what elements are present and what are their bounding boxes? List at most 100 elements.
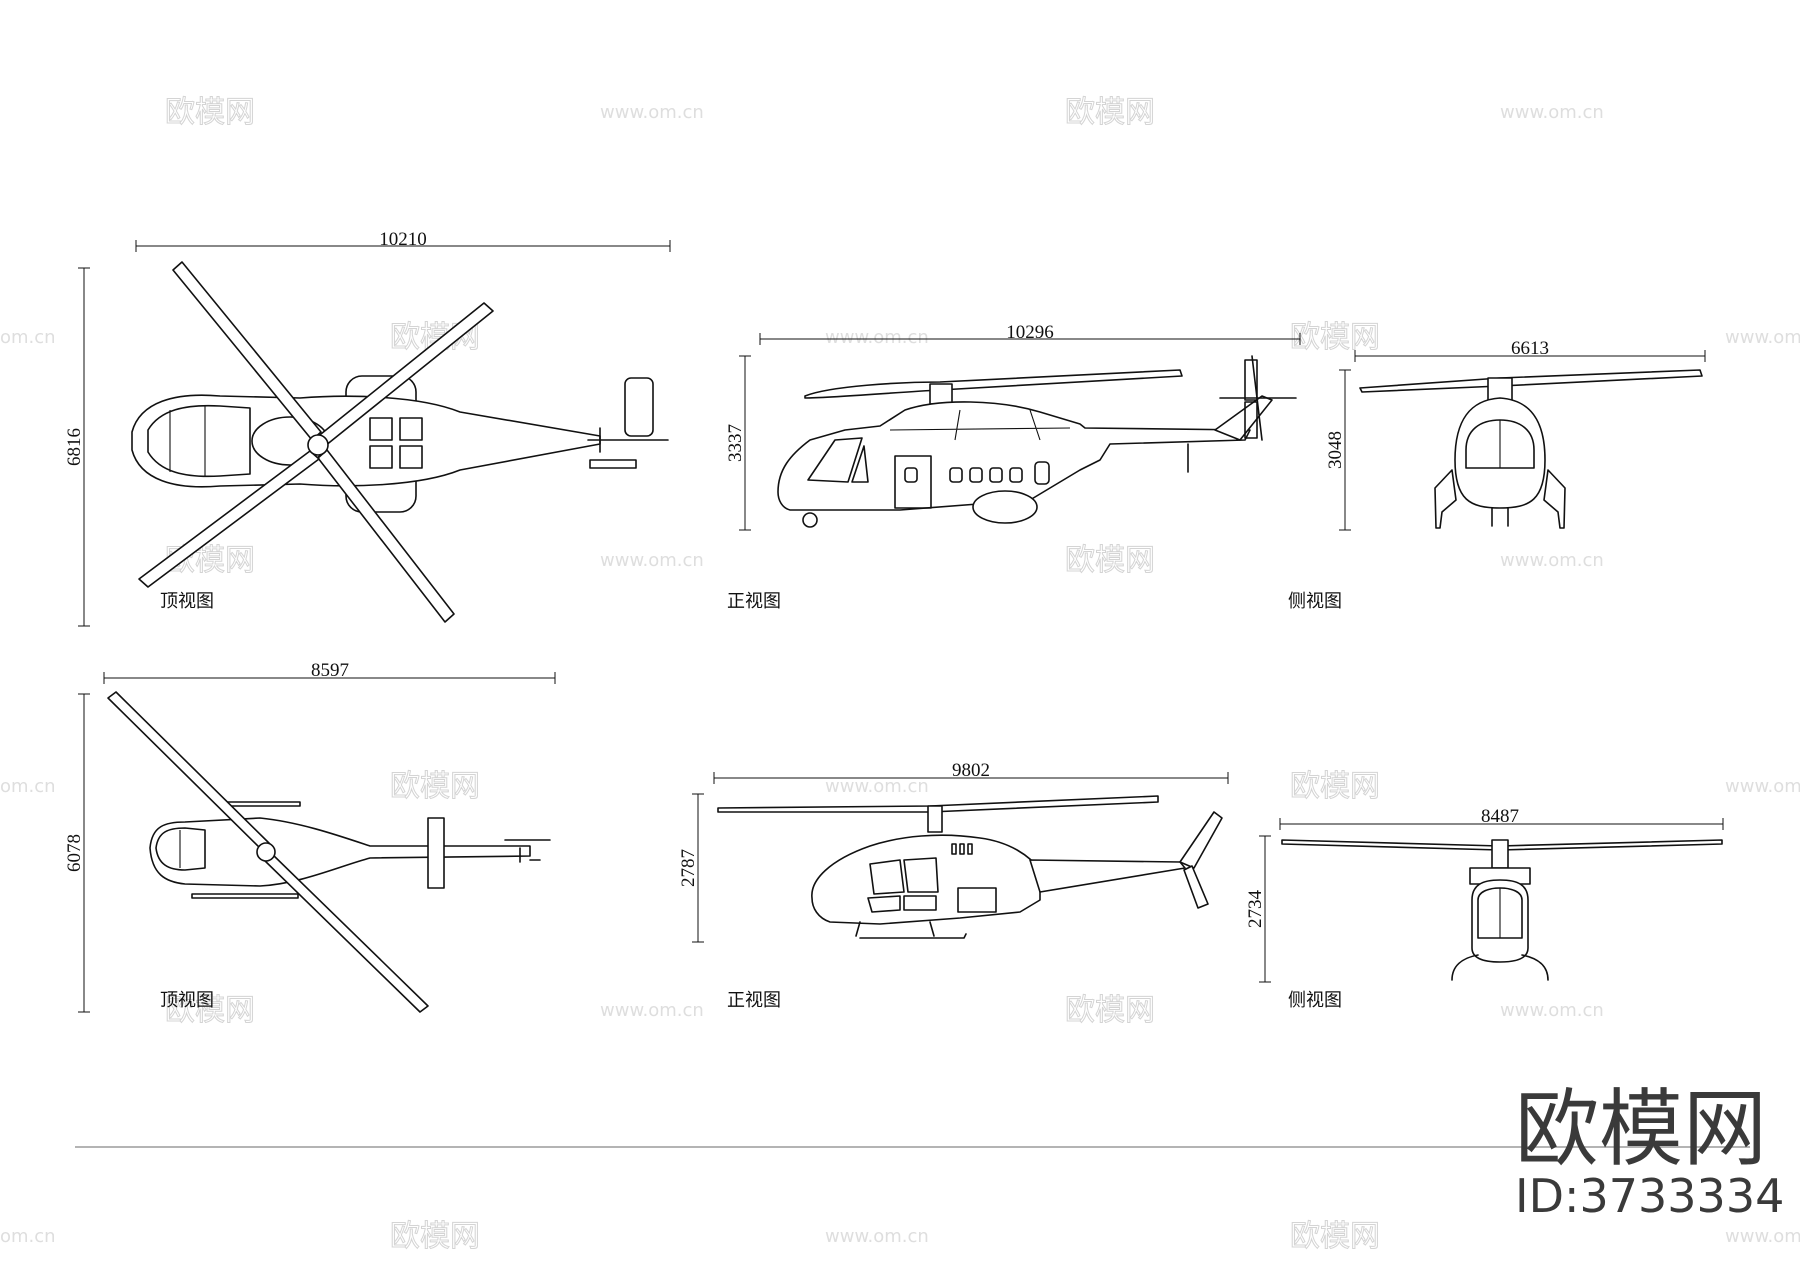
h2-top-skid xyxy=(221,801,301,807)
h2-top-cockpit xyxy=(155,827,206,871)
h1-front-tail-fin xyxy=(1214,395,1273,441)
h1-side-view-label: 侧视图 xyxy=(1288,591,1342,612)
h1-front-rotor-mast xyxy=(929,383,953,405)
h2-top-view: 8597 6078 顶视图 xyxy=(64,660,556,1013)
h2-side-rotor-mast xyxy=(1491,839,1509,869)
h1-front-view: 10296 3337 正视图 xyxy=(725,322,1301,612)
watermark-brand: 欧模网 xyxy=(390,1219,480,1254)
watermark-url-edge: om.cn xyxy=(0,776,56,797)
h1-front-width-value: 10296 xyxy=(1006,322,1054,343)
h2-front-vent xyxy=(951,843,957,855)
watermark-brand: 欧模网 xyxy=(1290,1219,1380,1254)
watermark-url: www.om.cn xyxy=(825,327,929,348)
h1-front-cabin-window xyxy=(1009,467,1023,483)
watermark-url: www.om.cn xyxy=(1500,102,1604,123)
h2-front-skid-struts xyxy=(855,921,935,937)
watermark-url: www.om.cn xyxy=(1725,1226,1800,1247)
h1-top-window xyxy=(399,445,423,469)
h2-front-ventral-fin xyxy=(1183,865,1209,909)
h2-top-tail-rotor xyxy=(504,839,551,863)
h2-side-height-dimension: 2734 xyxy=(1245,835,1271,983)
watermark-brand: 欧模网 xyxy=(165,993,255,1028)
h1-front-nose-wheel xyxy=(802,512,818,528)
watermark-url: www.om.cn xyxy=(600,1000,704,1021)
watermark-url: www.om.cn xyxy=(1725,327,1800,348)
h2-front-tail-fin xyxy=(1179,811,1223,869)
h1-front-height-dimension: 3337 xyxy=(725,355,751,531)
h1-front-width-dimension: 10296 xyxy=(759,322,1301,345)
h2-top-rotor-hub xyxy=(256,842,276,862)
h1-top-view: 10210 6816 顶视图 xyxy=(64,229,671,627)
h2-top-view-label: 顶视图 xyxy=(160,990,214,1011)
h1-front-fuselage xyxy=(777,401,1251,511)
h2-front-width-dimension: 9802 xyxy=(713,760,1229,784)
h2-front-skid xyxy=(859,933,967,939)
h1-top-width-value: 10210 xyxy=(379,229,427,250)
h1-side-nose-gear xyxy=(1491,507,1509,527)
h1-front-sponson xyxy=(972,490,1038,524)
h2-side-view-label: 侧视图 xyxy=(1288,990,1342,1011)
h2-front-window xyxy=(903,857,939,893)
watermark-url: www.om.cn xyxy=(1500,550,1604,571)
watermark-brand: 欧模网 xyxy=(390,769,480,804)
h1-front-height-value: 3337 xyxy=(725,424,746,462)
h2-top-stabilizer xyxy=(427,817,445,889)
h2-front-view: 9802 2787 正视图 xyxy=(678,760,1229,1011)
h2-side-width-dimension: 8487 xyxy=(1279,806,1724,830)
watermark-brand: 欧模网 xyxy=(165,95,255,130)
watermark-url: www.om.cn xyxy=(825,776,929,797)
h1-side-main-rotor xyxy=(1359,369,1703,393)
h1-front-tail-rotor-blade xyxy=(1244,359,1258,401)
h2-top-height-dimension: 6078 xyxy=(64,693,90,1013)
watermark-url: www.om.cn xyxy=(1725,776,1800,797)
h2-top-width-value: 8597 xyxy=(311,660,349,681)
watermark-url: www.om.cn xyxy=(600,102,704,123)
h1-side-rotor-mast xyxy=(1487,377,1513,401)
watermark-brand: 欧模网 xyxy=(1290,769,1380,804)
h2-front-rotor-mast xyxy=(927,805,943,833)
watermark-url-edge: om.cn xyxy=(0,327,56,348)
h1-top-tail-rotor xyxy=(587,427,669,469)
h1-front-cabin-window xyxy=(989,467,1003,483)
h1-side-windshield xyxy=(1465,419,1535,469)
h1-top-window xyxy=(399,417,423,441)
h1-front-cockpit-window xyxy=(851,445,869,483)
watermark-brand: 欧模网 xyxy=(1290,320,1380,355)
h2-front-height-dimension: 2787 xyxy=(678,793,704,943)
watermark-brand: 欧模网 xyxy=(1065,993,1155,1028)
h2-top-height-value: 6078 xyxy=(64,834,85,872)
h2-top-fuselage xyxy=(149,817,531,887)
h1-top-view-label: 顶视图 xyxy=(160,591,214,612)
h2-front-window xyxy=(903,895,937,911)
h1-front-cabin-window xyxy=(949,467,963,483)
h2-side-windshield xyxy=(1477,887,1523,939)
h1-side-left-sponson xyxy=(1434,469,1457,529)
h1-front-main-rotor xyxy=(804,369,1183,399)
h2-front-view-label: 正视图 xyxy=(727,990,781,1011)
h2-front-vent xyxy=(959,843,965,855)
brand-logo-text: 欧模网 xyxy=(1515,1080,1767,1178)
h1-top-main-rotor xyxy=(138,261,494,623)
h1-side-height-value: 3048 xyxy=(1325,431,1346,469)
h1-side-width-value: 6613 xyxy=(1511,338,1549,359)
h2-front-vent xyxy=(967,843,973,855)
h2-front-tail-boom xyxy=(1029,859,1186,893)
watermark-layer: 欧模网 www.om.cn 欧模网 www.om.cn om.cn 欧模网 ww… xyxy=(0,95,1800,1255)
h2-top-skid xyxy=(191,893,299,899)
h1-front-view-label: 正视图 xyxy=(727,591,781,612)
h1-top-height-value: 6816 xyxy=(64,428,85,466)
h1-top-window xyxy=(369,445,393,469)
h1-side-width-dimension: 6613 xyxy=(1354,338,1706,362)
watermark-url: www.om.cn xyxy=(1500,1000,1604,1021)
h1-top-tail-fin xyxy=(624,377,654,437)
h1-top-cockpit xyxy=(147,404,251,478)
h2-front-height-value: 2787 xyxy=(678,849,699,887)
h1-front-cockpit-window xyxy=(807,437,863,483)
h2-side-skids xyxy=(1451,954,1549,981)
h2-front-width-value: 9802 xyxy=(952,760,990,781)
watermark-url: www.om.cn xyxy=(825,1226,929,1247)
h1-top-height-dimension: 6816 xyxy=(64,267,90,627)
h2-front-window xyxy=(867,895,901,913)
h1-front-cabin-window xyxy=(969,467,983,483)
h1-front-cabin-window xyxy=(904,467,918,483)
